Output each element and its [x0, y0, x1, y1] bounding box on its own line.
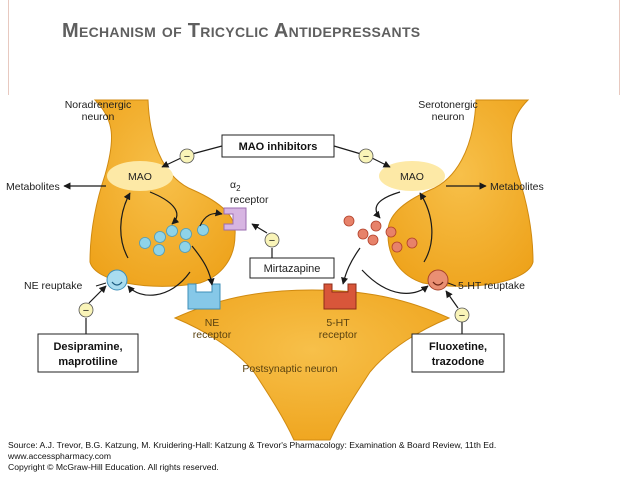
- serotonergic-neuron-shape: [387, 99, 534, 287]
- mao-inhibitors-box: [221, 134, 335, 158]
- ht-vesicle: [370, 220, 382, 232]
- ne-vesicle: [154, 231, 166, 243]
- left-mao-to-vesicle-arrow: [149, 191, 180, 225]
- left-metabolites-label: Metabolites: [6, 181, 60, 193]
- inhibit-symbol-left-drugs: −: [78, 302, 94, 318]
- right-drugs-line1: Fluoxetine,: [429, 341, 487, 353]
- slide-title: Mechanism of Tricyclic Antidepressants: [62, 20, 421, 42]
- source-footer: Source: A.J. Trevor, B.G. Katzung, M. Kr…: [8, 440, 496, 473]
- right-mao-label: MAO: [400, 171, 424, 183]
- left-mao-oval: [107, 161, 173, 191]
- left-drugs-box: [37, 333, 139, 373]
- ht-reuptake-transporter: [427, 269, 449, 291]
- ne-vesicle: [180, 228, 192, 240]
- ne-receptor-label-1: NE: [205, 317, 220, 329]
- svg-text:−: −: [459, 310, 465, 322]
- left-drug-line2: [88, 285, 107, 304]
- ht-vesicle: [385, 226, 397, 238]
- ht-vesicle: [406, 237, 418, 249]
- mao-inhibitors-label: MAO inhibitors: [239, 141, 318, 153]
- ne-receptor-shape: [187, 283, 221, 310]
- ne-reuptake-label: NE reuptake: [24, 280, 83, 292]
- mao-inhibitor-right-line2: [371, 157, 391, 168]
- ht-reuptake-label: 5-HT reuptake: [458, 280, 525, 292]
- ne-reuptake-transporter: [106, 269, 128, 291]
- noradrenergic-neuron-shape: [89, 99, 236, 287]
- ht-receptor-shape: [323, 283, 357, 310]
- left-reuptake-arrow: [127, 271, 191, 296]
- serotonergic-neuron-label-1: Serotonergic: [418, 99, 478, 111]
- mirtazapine-box: [249, 257, 335, 279]
- left-to-alpha2-arrow: [199, 209, 223, 227]
- noradrenergic-neuron-label-2: neuron: [82, 111, 115, 123]
- ht-receptor-label-1: 5-HT: [326, 317, 350, 329]
- footer-copyright-line: Copyright © McGraw-Hill Education. All r…: [8, 462, 219, 472]
- alpha2-receptor-label: receptor: [230, 194, 269, 206]
- right-drugs-box: [411, 333, 505, 373]
- right-metabolites-label: Metabolites: [490, 181, 544, 193]
- left-vesicle-to-mao-arrow: [120, 192, 131, 259]
- ht-vesicles: [343, 215, 418, 253]
- svg-text:−: −: [83, 305, 89, 317]
- right-release-arrow: [341, 247, 361, 285]
- right-vesicle-to-mao-arrow: [419, 192, 433, 263]
- ne-vesicles: [139, 224, 209, 256]
- alpha2-label: α2: [230, 179, 241, 193]
- mao-inhibitor-left-line2: [161, 157, 182, 168]
- postsynaptic-neuron-label: Postsynaptic neuron: [242, 363, 337, 375]
- serotonergic-neuron-label-2: neuron: [432, 111, 465, 123]
- inhibit-symbol-right-drugs: −: [454, 307, 470, 323]
- ne-reuptake-pointer: [95, 282, 107, 287]
- ne-vesicle: [197, 224, 209, 236]
- alpha2-receptor-shape: [223, 207, 247, 231]
- footer-source-line: Source: A.J. Trevor, B.G. Katzung, M. Kr…: [8, 440, 497, 450]
- ht-vesicle: [357, 228, 369, 240]
- ht-vesicle: [343, 215, 355, 227]
- inhibit-symbol-mao-right: −: [358, 148, 374, 164]
- mirtazapine-label: Mirtazapine: [264, 263, 321, 275]
- ht-vesicle: [367, 234, 379, 246]
- inhibit-symbol-mirtazapine: −: [264, 232, 280, 248]
- ne-vesicle: [166, 225, 178, 237]
- right-drug-line2: [445, 290, 459, 309]
- right-mao-to-vesicle-arrow: [373, 191, 401, 219]
- ht-receptor-label-2: receptor: [319, 329, 358, 341]
- right-drugs-line2: trazodone: [432, 356, 485, 368]
- ne-receptor-label-2: receptor: [193, 329, 232, 341]
- svg-text:−: −: [269, 235, 275, 247]
- left-drugs-line1: Desipramine,: [53, 341, 122, 353]
- ht-reuptake-pointer: [447, 282, 457, 287]
- right-reuptake-arrow: [361, 269, 429, 294]
- svg-text:−: −: [184, 151, 190, 163]
- left-release-arrow: [191, 245, 215, 286]
- slide-frame-right: [619, 0, 620, 95]
- ne-vesicle: [139, 237, 151, 249]
- noradrenergic-neuron-label-1: Noradrenergic: [65, 99, 132, 111]
- footer-url-line: www.accesspharmacy.com: [8, 451, 111, 461]
- inhibit-symbol-mao-left: −: [179, 148, 195, 164]
- ne-vesicle: [179, 241, 191, 253]
- left-mao-label: MAO: [128, 171, 152, 183]
- svg-text:−: −: [363, 151, 369, 163]
- mao-inhibitor-right-line: [333, 145, 362, 155]
- mao-inhibitor-left-line: [191, 145, 223, 155]
- left-drugs-line2: maprotiline: [58, 356, 117, 368]
- mirtazapine-line2: [251, 223, 268, 234]
- right-mao-oval: [379, 161, 445, 191]
- postsynaptic-neuron-shape: [173, 289, 451, 441]
- ne-vesicle: [153, 244, 165, 256]
- ht-vesicle: [391, 241, 403, 253]
- slide-frame-left: [0, 0, 9, 95]
